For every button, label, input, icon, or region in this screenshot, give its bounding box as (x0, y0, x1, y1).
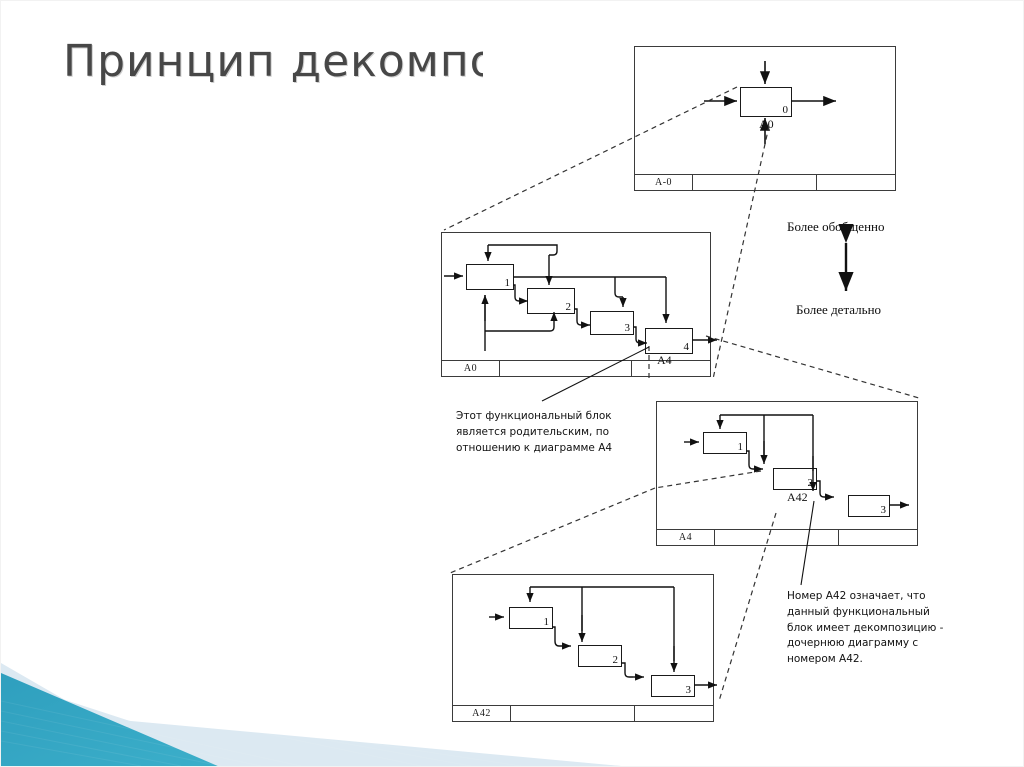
activity-number: 2 (612, 654, 619, 666)
activity-box[interactable]: 0 (740, 87, 792, 117)
title-block-code: A-0 (635, 175, 693, 190)
diagram-frame-a0: A0 1 2 3 4 A4 (441, 232, 711, 377)
activity-code: A4 (657, 353, 672, 367)
activity-box[interactable]: 1 (466, 264, 514, 290)
activity-number: 3 (880, 504, 887, 516)
activity-number: 0 (782, 104, 789, 116)
activity-box[interactable]: 3 (651, 675, 695, 697)
title-block-middle (715, 530, 839, 545)
activity-box[interactable]: 1 (509, 607, 553, 629)
callout-parent-block: Этот функциональный блок является родите… (456, 410, 613, 454)
activity-number: 3 (685, 684, 692, 696)
activity-box[interactable]: 2 (578, 645, 622, 667)
activity-number: 1 (504, 277, 511, 289)
title-block-right (635, 706, 713, 721)
title-block-a42: A42 (453, 705, 713, 721)
activity-code: A42 (787, 490, 808, 504)
diagram-frame-a42: A42 1 2 3 (452, 574, 714, 722)
activity-box[interactable]: 3 (590, 311, 634, 335)
activity-number: 1 (543, 616, 550, 628)
activity-number: 4 (683, 341, 690, 353)
title-block-middle (511, 706, 635, 721)
title-block-middle (693, 175, 817, 190)
title-block-code: A0 (442, 361, 500, 376)
diagram-frame-a-minus-0: A-0 0 A0 (634, 46, 896, 191)
activity-number: 2 (565, 301, 572, 313)
activity-box[interactable]: 3 (848, 495, 890, 517)
activity-box[interactable]: 2 (527, 288, 575, 314)
title-block-right (839, 530, 917, 545)
activity-number: 3 (624, 322, 631, 334)
title-block-code: A42 (453, 706, 511, 721)
activity-box[interactable]: 2 (773, 468, 817, 490)
title-block-a-minus-0: A-0 (635, 174, 895, 190)
title-block-a4: A4 (657, 529, 917, 545)
title-block-right (817, 175, 895, 190)
axis-label-general: Более обобщенно (787, 219, 885, 234)
activity-number: 1 (737, 441, 744, 453)
title-block-middle (500, 361, 632, 376)
activity-code: A0 (759, 117, 774, 131)
activity-number: 2 (807, 477, 814, 489)
axis-label-detailed: Более детально (796, 302, 882, 317)
activity-box[interactable]: 4 (645, 328, 693, 354)
title-block-code: A4 (657, 530, 715, 545)
callout-a42-meaning: Номер А42 означает, что данный функциона… (787, 590, 944, 665)
activity-box[interactable]: 1 (703, 432, 747, 454)
diagram-frame-a4: A4 1 2 A42 3 (656, 401, 918, 546)
page-title: Принцип декомпозиции (63, 36, 483, 87)
